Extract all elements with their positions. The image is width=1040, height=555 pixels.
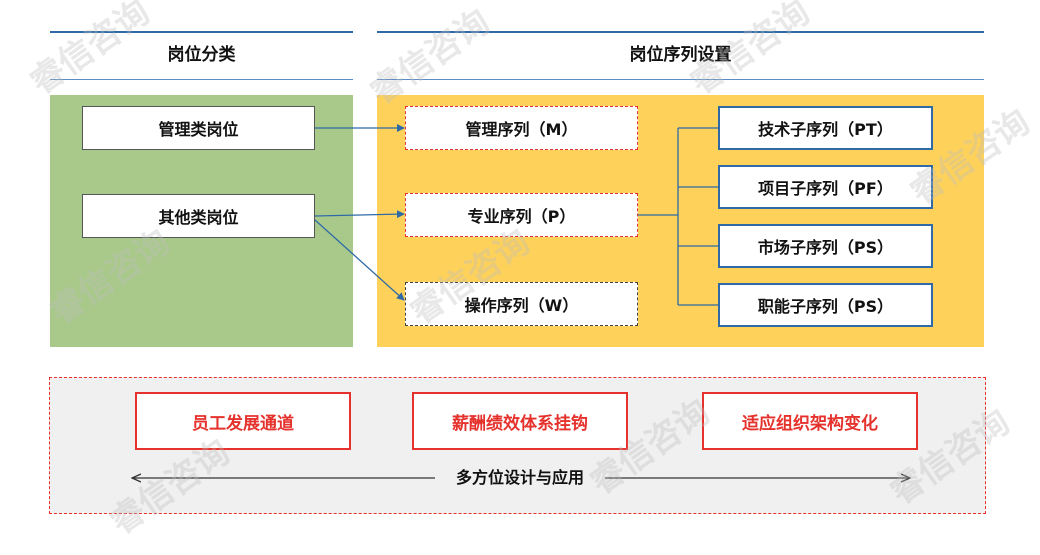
- application-career-path: 员工发展通道: [135, 392, 351, 450]
- application-compensation-link: 薪酬绩效体系挂钩: [412, 392, 628, 450]
- header-underline-right: [377, 79, 984, 80]
- arrow-other-to-operation: [314, 219, 405, 301]
- subsequence-function: 职能子序列（PS）: [718, 283, 933, 327]
- sequence-professional: 专业序列（P）: [405, 193, 638, 237]
- footer-label: 多方位设计与应用: [455, 468, 584, 487]
- bracket-professional-subsequences: [638, 127, 718, 306]
- application-org-adapt: 适应组织架构变化: [702, 392, 918, 450]
- header-rule-right: [377, 31, 984, 33]
- header-rule-left: [50, 31, 353, 33]
- category-management: 管理类岗位: [82, 106, 315, 150]
- subsequence-market: 市场子序列（PS）: [718, 224, 933, 268]
- subsequence-project: 项目子序列（PF）: [718, 165, 933, 209]
- sequence-operation: 操作序列（W）: [405, 282, 638, 326]
- section-title-sequences: 岗位序列设置: [629, 45, 732, 65]
- category-other: 其他类岗位: [82, 194, 315, 238]
- section-title-categories: 岗位分类: [167, 45, 236, 65]
- header-underline-left: [50, 79, 353, 80]
- sequence-management: 管理序列（M）: [405, 106, 638, 150]
- subsequence-technical: 技术子序列（PT）: [718, 106, 933, 150]
- arrow-other-to-professional: [314, 210, 405, 219]
